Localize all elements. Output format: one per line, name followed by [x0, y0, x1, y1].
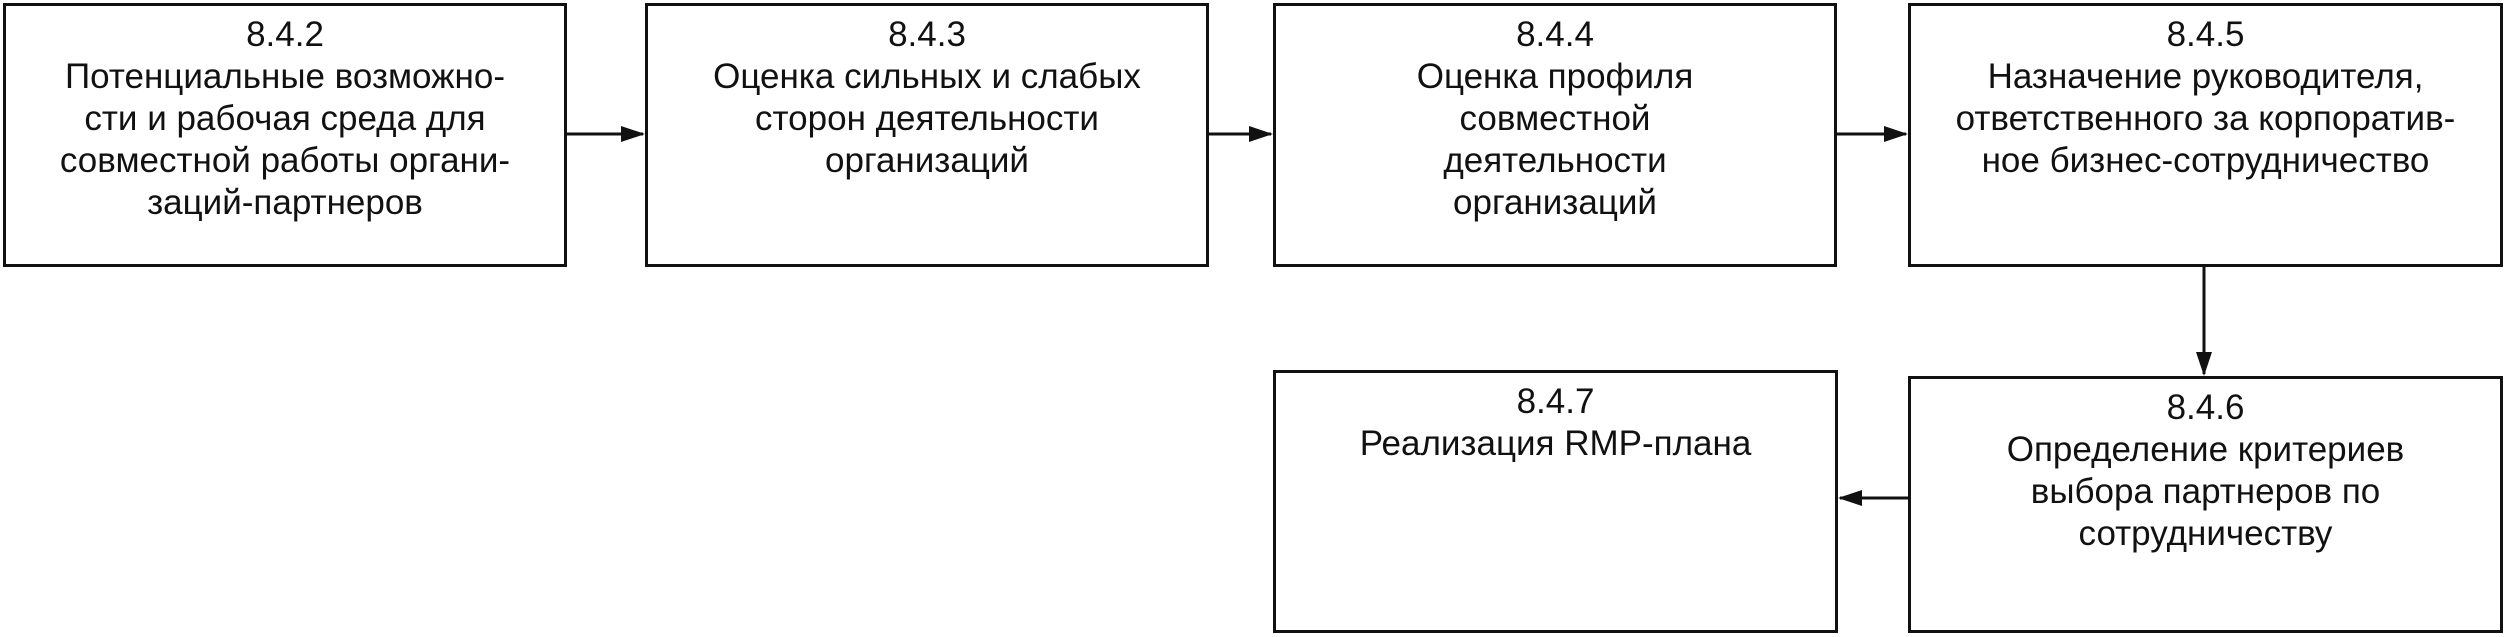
step-label: Назначение руководителя, ответственного …	[1955, 57, 2456, 180]
arrowhead-icon	[1884, 126, 1908, 142]
step-label: Оценка профиля совместной деятельности о…	[1416, 57, 1694, 222]
arrowhead-icon	[621, 126, 645, 142]
arrowhead-icon	[1838, 490, 1862, 506]
step-label: Реализация RMP-плана	[1359, 424, 1752, 463]
step-box-8-4-5: 8.4.5 Назначение руководителя, ответстве…	[1908, 3, 2503, 267]
step-box-8-4-2: 8.4.2 Потенциальные возможно- сти и рабо…	[3, 3, 567, 267]
step-number: 8.4.6	[2166, 388, 2245, 427]
step-number: 8.4.4	[1516, 15, 1594, 54]
step-box-8-4-7: 8.4.7 Реализация RMP-плана	[1273, 370, 1838, 633]
step-number: 8.4.2	[246, 15, 324, 54]
step-label: Оценка сильных и слабых сторон деятельно…	[713, 57, 1141, 180]
arrowhead-icon	[1249, 126, 1273, 142]
step-box-8-4-3: 8.4.3 Оценка сильных и слабых сторон дея…	[645, 3, 1209, 267]
step-box-8-4-4: 8.4.4 Оценка профиля совместной деятельн…	[1273, 3, 1837, 267]
step-number: 8.4.3	[888, 15, 966, 54]
step-number: 8.4.7	[1516, 382, 1595, 421]
step-label: Потенциальные возможно- сти и рабочая ср…	[59, 57, 511, 222]
arrowhead-icon	[2196, 352, 2212, 376]
step-label: Определение критериев выбора партнеров п…	[2006, 430, 2405, 553]
step-box-8-4-6: 8.4.6 Определение критериев выбора партн…	[1908, 376, 2503, 633]
step-number: 8.4.5	[2166, 15, 2245, 54]
